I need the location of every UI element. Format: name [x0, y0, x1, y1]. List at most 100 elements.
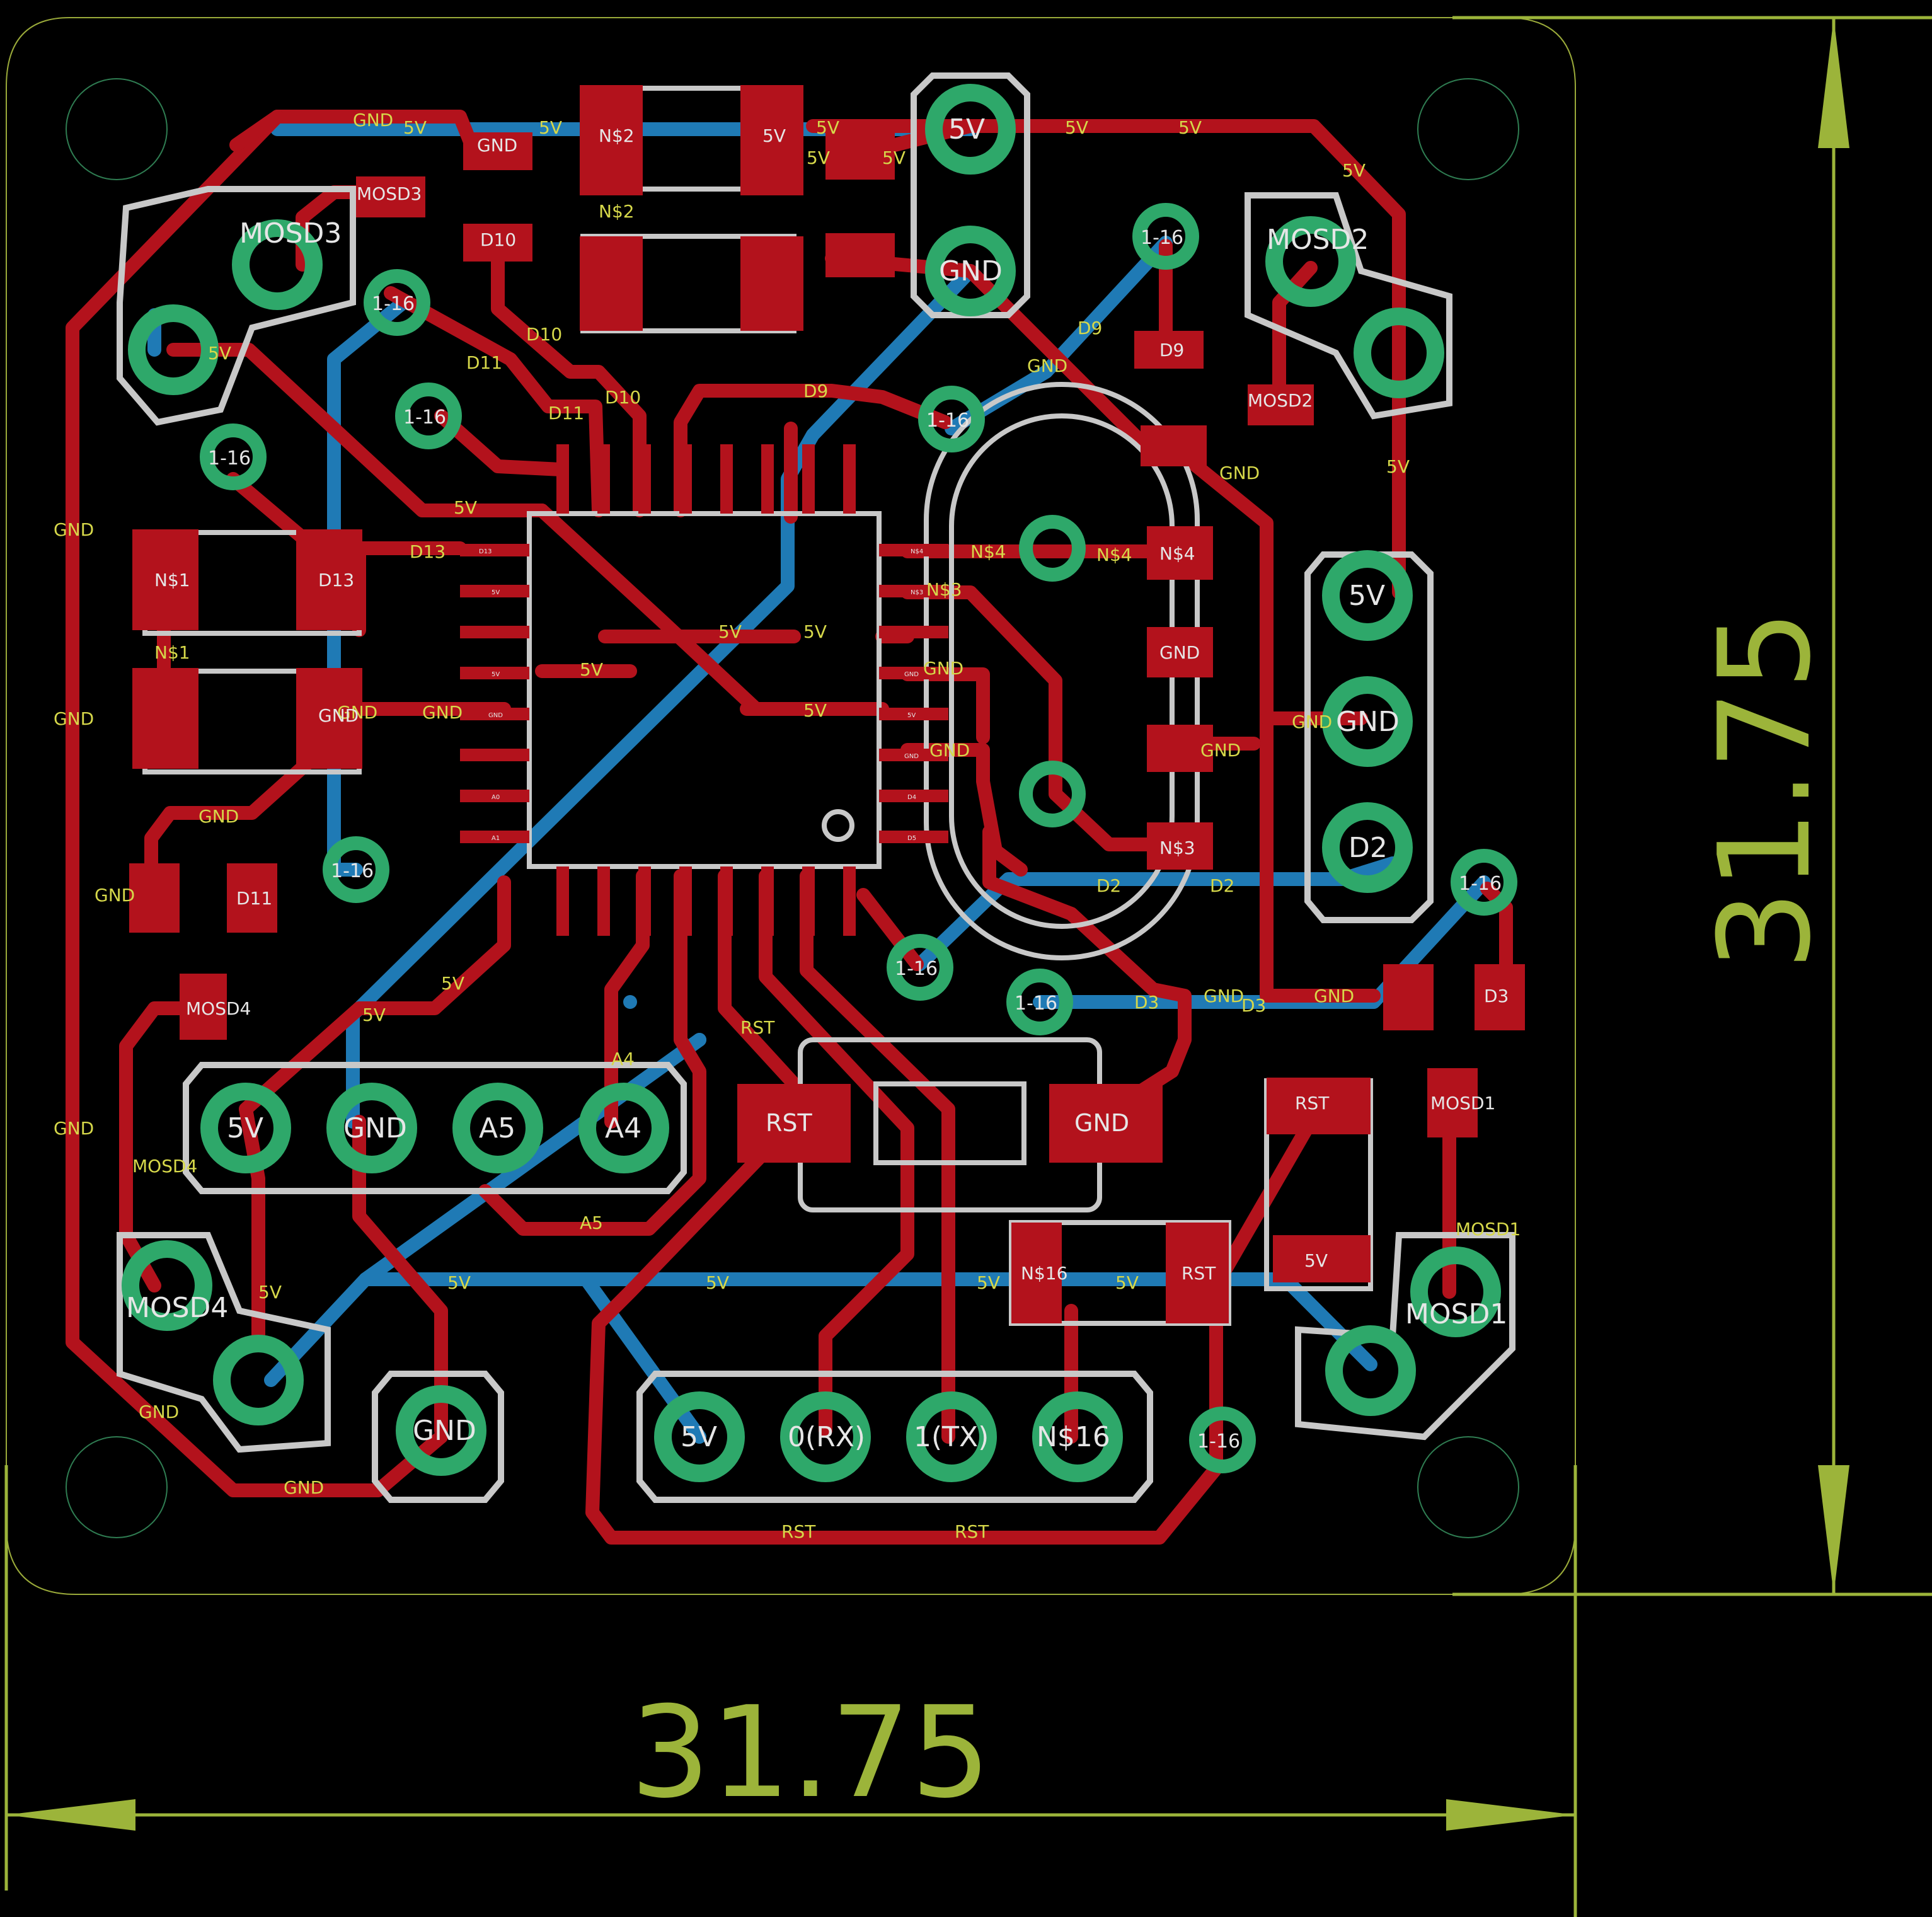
- chip-pin-r4: 5V: [907, 712, 916, 719]
- via-label-6: 1-16: [331, 860, 374, 882]
- label-5v-pad-left: 5V: [807, 147, 830, 168]
- via-label-5: 1-16: [926, 410, 969, 432]
- label-mosd1: MOSD1: [1456, 1219, 1521, 1240]
- label-gnd-left1: GND: [54, 519, 94, 540]
- pad-mosd1: MOSD1: [1430, 1093, 1495, 1114]
- dimension-lines: [4, 16, 1932, 1917]
- dimension-width-label: 31.75: [630, 1679, 991, 1826]
- smd-pads: [129, 85, 1525, 1323]
- via-labels: 1-16 1-16 1-16 1-16 1-16 1-16 1-16 1-16 …: [208, 227, 1502, 1453]
- label-gnd-left5: GND: [422, 702, 463, 723]
- header-labels: 5V GND D2 5V GND 5V GND A5 A4 5V 0(RX) 1…: [126, 113, 1507, 1453]
- label-5v-top2: 5V: [539, 117, 562, 138]
- label-a5: A5: [580, 1212, 603, 1233]
- header-top-5v: 5V: [948, 113, 985, 146]
- pad-ns1-a: N$1: [154, 570, 190, 590]
- dimension-height-label: 31.75: [1692, 609, 1839, 970]
- chip-pin1-marker: [822, 809, 854, 842]
- label-5v-b7: 5V: [258, 1282, 282, 1303]
- label-gnd-left4: GND: [337, 702, 377, 723]
- label-gnd-chip-r: GND: [923, 658, 963, 679]
- pad-mosd2: MOSD2: [1248, 390, 1313, 411]
- label-gnd-r5: GND: [1314, 986, 1354, 1006]
- header-single-gnd: GND: [413, 1415, 476, 1447]
- label-gnd-top: GND: [353, 110, 393, 130]
- label-5v-chip1: 5V: [580, 659, 603, 680]
- header-right-d2: D2: [1348, 832, 1388, 864]
- pad-d3: D3: [1484, 986, 1509, 1006]
- label-d3b: D3: [1241, 995, 1266, 1016]
- pad-gnd-1: GND: [477, 135, 517, 156]
- pad-labels: GND MOSD3 D10 D9 MOSD2 N$2 5V N$1 D13 GN…: [154, 125, 1509, 1284]
- label-5v-right2: 5V: [1342, 160, 1366, 181]
- chip-pin-l0: D13: [479, 548, 492, 555]
- label-5v-b2: 5V: [362, 1005, 386, 1025]
- via-label-2: 1-16: [403, 406, 446, 429]
- pad-gnd-switch: GND: [1074, 1109, 1129, 1137]
- mount-hole-bl: [66, 1436, 168, 1538]
- header-lb-a5: A5: [479, 1112, 515, 1144]
- pad-ns4: N$4: [1159, 543, 1195, 564]
- chip-pin-r3: GND: [904, 671, 919, 678]
- label-5v-chip3: 5V: [803, 621, 827, 642]
- pad-mosd4: MOSD4: [186, 998, 251, 1019]
- label-5v-right1: 5V: [1386, 456, 1410, 477]
- via-label-4: 1-16: [1141, 227, 1183, 249]
- label-gnd-right1: GND: [1219, 463, 1260, 483]
- label-5v-b1: 5V: [441, 973, 464, 994]
- label-gnd-right2: GND: [1200, 740, 1241, 761]
- pad-ns2-a: N$2: [599, 125, 635, 146]
- header-top-gnd: GND: [939, 255, 1003, 287]
- via-label-8: 1-16: [1015, 993, 1057, 1015]
- label-gnd-diag: GND: [1027, 355, 1067, 376]
- header-b-ns16: N$16: [1037, 1421, 1110, 1453]
- mosfet-mosd4: MOSD4: [126, 1292, 228, 1324]
- label-ns2: N$2: [599, 201, 635, 222]
- chip-pin-l1: 5V: [492, 589, 500, 596]
- chip-pin-l7: A1: [492, 835, 500, 842]
- label-gnd-chip-r2: GND: [929, 740, 970, 761]
- chip-pin-r7: D5: [907, 835, 916, 842]
- label-5v-top1: 5V: [403, 117, 427, 138]
- label-5v-pad-right: 5V: [882, 147, 906, 168]
- header-right-gnd: GND: [1336, 706, 1400, 738]
- label-rst-b3: RST: [955, 1521, 989, 1542]
- through-hole-pads: [122, 84, 1501, 1482]
- label-5v-b4: 5V: [706, 1272, 729, 1293]
- header-b-tx: 1(TX): [914, 1421, 989, 1453]
- chip-pin-r0: N$4: [911, 548, 923, 555]
- label-d2: D2: [1096, 875, 1121, 896]
- label-gnd-right3: GND: [1292, 711, 1332, 732]
- chip-pin-l6: A0: [492, 794, 500, 801]
- label-rst-b1: RST: [740, 1017, 775, 1038]
- label-5v-chip4: 5V: [803, 700, 827, 721]
- header-lb-5v: 5V: [227, 1112, 263, 1144]
- label-gnd-b2: GND: [139, 1402, 179, 1422]
- header-lb-a4: A4: [605, 1112, 641, 1144]
- header-silks: [117, 72, 1515, 1503]
- chip-pin-r1: N$3: [911, 589, 923, 596]
- pad-ns3: N$3: [1159, 838, 1195, 858]
- label-5v-mosd3: 5V: [208, 343, 231, 364]
- pad-gnd-left: GND: [318, 705, 359, 726]
- chip-pin-r5: GND: [904, 753, 919, 760]
- chip-pin-labels: D13 5V 5V GND A0 A1 N$4 N$3 GND 5V GND D…: [479, 548, 923, 842]
- mount-hole-tl: [66, 78, 168, 180]
- label-d11: D11: [466, 352, 502, 373]
- header-b-5v: 5V: [681, 1421, 717, 1453]
- mosfet-mosd2: MOSD2: [1267, 224, 1369, 256]
- header-b-rx: 0(RX): [788, 1421, 865, 1453]
- label-5v-chip2: 5V: [718, 621, 742, 642]
- label-d13: D13: [410, 541, 446, 562]
- header-right-5v: 5V: [1348, 580, 1385, 612]
- label-gnd-left7: GND: [95, 885, 135, 906]
- label-gnd-left3: GND: [54, 1118, 94, 1139]
- pad-5v-a: 5V: [762, 125, 786, 146]
- label-5v-top5: 5V: [1178, 117, 1202, 138]
- mounting-holes: [66, 78, 1519, 1538]
- via-label-9: 1-16: [1459, 873, 1502, 895]
- label-gnd-r4: GND: [1204, 986, 1244, 1006]
- chip-pin-l3: 5V: [492, 671, 500, 678]
- pad-rst-small: RST: [1182, 1263, 1216, 1284]
